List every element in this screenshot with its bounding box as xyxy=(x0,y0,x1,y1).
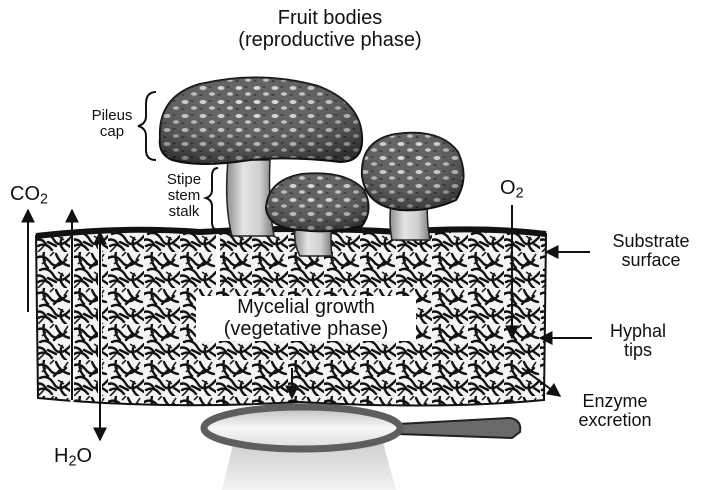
stipe-line1: Stipe xyxy=(158,172,210,188)
fruit-bodies-line1: Fruit bodies xyxy=(200,8,460,30)
h2o-post: O xyxy=(76,445,92,467)
h2o-label: H2O xyxy=(54,446,92,470)
o2-label: O2 xyxy=(500,178,524,202)
pileus-line1: Pileus xyxy=(78,108,146,124)
mycelial-label: Mycelial growth (vegetative phase) xyxy=(196,296,416,341)
fruit-bodies-line2: (reproductive phase) xyxy=(200,30,460,52)
enzyme-line2: excretion xyxy=(560,411,670,430)
substrate-line2: surface xyxy=(592,251,710,270)
hyphal-label: Hyphal tips xyxy=(598,322,678,361)
pileus-line2: cap xyxy=(78,124,146,140)
enzyme-label: Enzyme excretion xyxy=(560,392,670,431)
hyphal-line1: Hyphal xyxy=(598,322,678,341)
mycelial-line1: Mycelial growth xyxy=(199,297,413,319)
h2o-pre: H xyxy=(54,445,68,467)
substrate-line1: Substrate xyxy=(592,232,710,251)
co2-sub: 2 xyxy=(40,192,48,208)
hyphal-line2: tips xyxy=(598,341,678,360)
substrate-label: Substrate surface xyxy=(592,232,710,271)
stipe-label: Stipe stem stalk xyxy=(158,172,210,221)
mycelial-line2: (vegetative phase) xyxy=(199,319,413,341)
co2-label: CO2 xyxy=(10,184,48,208)
pileus-label: Pileus cap xyxy=(78,108,146,140)
o2-main: O xyxy=(500,177,516,199)
o2-sub: 2 xyxy=(516,186,524,202)
magnifying-glass-icon xyxy=(204,407,520,449)
fruit-bodies-label: Fruit bodies (reproductive phase) xyxy=(200,8,460,51)
right-mushroom xyxy=(362,133,464,240)
stipe-line3: stalk xyxy=(158,204,210,220)
stipe-line2: stem xyxy=(158,188,210,204)
co2-main: CO xyxy=(10,183,40,205)
enzyme-line1: Enzyme xyxy=(560,392,670,411)
